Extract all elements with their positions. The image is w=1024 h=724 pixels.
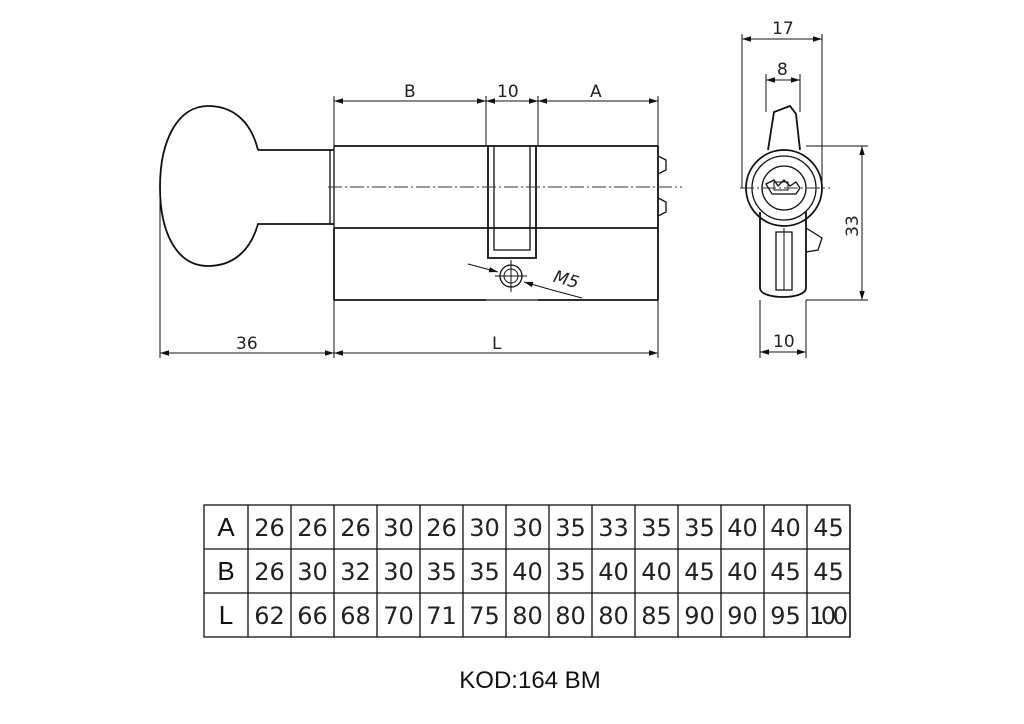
product-code: KOD:164 BM bbox=[459, 667, 600, 694]
table-cell: 70 bbox=[383, 602, 414, 630]
table-cell: 30 bbox=[297, 558, 328, 586]
table-cell: 85 bbox=[641, 602, 672, 630]
dim-36-label: 36 bbox=[236, 334, 258, 354]
table-cell: 68 bbox=[340, 602, 371, 630]
table-cell: 35 bbox=[641, 514, 672, 542]
table-cell: 80 bbox=[512, 602, 543, 630]
table-cell: 35 bbox=[684, 514, 715, 542]
table-cell: 40 bbox=[727, 514, 758, 542]
table-cell: 80 bbox=[555, 602, 586, 630]
table-cell: 75 bbox=[469, 602, 500, 630]
table-row-label: A bbox=[217, 512, 235, 542]
table-cell: 30 bbox=[383, 514, 414, 542]
dim-m5-label: M5 bbox=[551, 267, 581, 293]
table-cell: 35 bbox=[469, 558, 500, 586]
table-cell: 66 bbox=[297, 602, 328, 630]
side-view: 17 8 33 10 bbox=[740, 19, 868, 358]
table-cell: 95 bbox=[770, 602, 801, 630]
table-row-label: L bbox=[219, 600, 233, 630]
table-cell: 30 bbox=[469, 514, 500, 542]
table-cell: 90 bbox=[727, 602, 758, 630]
thumbturn-knob bbox=[159, 105, 334, 267]
cylinder-body bbox=[333, 145, 667, 301]
table-cell: 26 bbox=[426, 514, 457, 542]
table-cell: 62 bbox=[254, 602, 285, 630]
table-cell: 26 bbox=[254, 514, 285, 542]
table-cell: 40 bbox=[512, 558, 543, 586]
table-cell: 45 bbox=[813, 514, 844, 542]
table-cell: 26 bbox=[297, 514, 328, 542]
table-cell: 90 bbox=[684, 602, 715, 630]
table-cell: 33 bbox=[598, 514, 629, 542]
dim-10-side-label: 10 bbox=[773, 332, 795, 352]
table-cell: 26 bbox=[254, 558, 285, 586]
table-cell: 40 bbox=[598, 558, 629, 586]
table-cell: 100 bbox=[809, 602, 848, 630]
dim-17-label: 17 bbox=[772, 19, 794, 39]
table-cell: 45 bbox=[770, 558, 801, 586]
table-cell: 45 bbox=[813, 558, 844, 586]
table-cell: 30 bbox=[383, 558, 414, 586]
table-cell: 40 bbox=[727, 558, 758, 586]
dim-l-label: L bbox=[492, 334, 502, 354]
table-cell: 80 bbox=[598, 602, 629, 630]
table-cell: 35 bbox=[555, 514, 586, 542]
dim-b-label: B bbox=[404, 82, 416, 102]
table-cell: 40 bbox=[770, 514, 801, 542]
dim-a-label: A bbox=[590, 82, 602, 102]
table-cell: 40 bbox=[641, 558, 672, 586]
table-cell: 26 bbox=[340, 514, 371, 542]
table-cell: 35 bbox=[555, 558, 586, 586]
screw-hole bbox=[467, 260, 583, 299]
dim-10-top-label: 10 bbox=[497, 82, 519, 102]
table-cell: 71 bbox=[426, 602, 457, 630]
table-row-label: B bbox=[217, 556, 234, 586]
table-cell: 35 bbox=[426, 558, 457, 586]
table-cell: 32 bbox=[340, 558, 371, 586]
table-cell: 30 bbox=[512, 514, 543, 542]
front-view: M5 B 10 A 36 L bbox=[159, 82, 682, 358]
dim-33-label: 33 bbox=[843, 215, 863, 237]
table-cell: 45 bbox=[684, 558, 715, 586]
dim-8-label: 8 bbox=[777, 60, 788, 80]
